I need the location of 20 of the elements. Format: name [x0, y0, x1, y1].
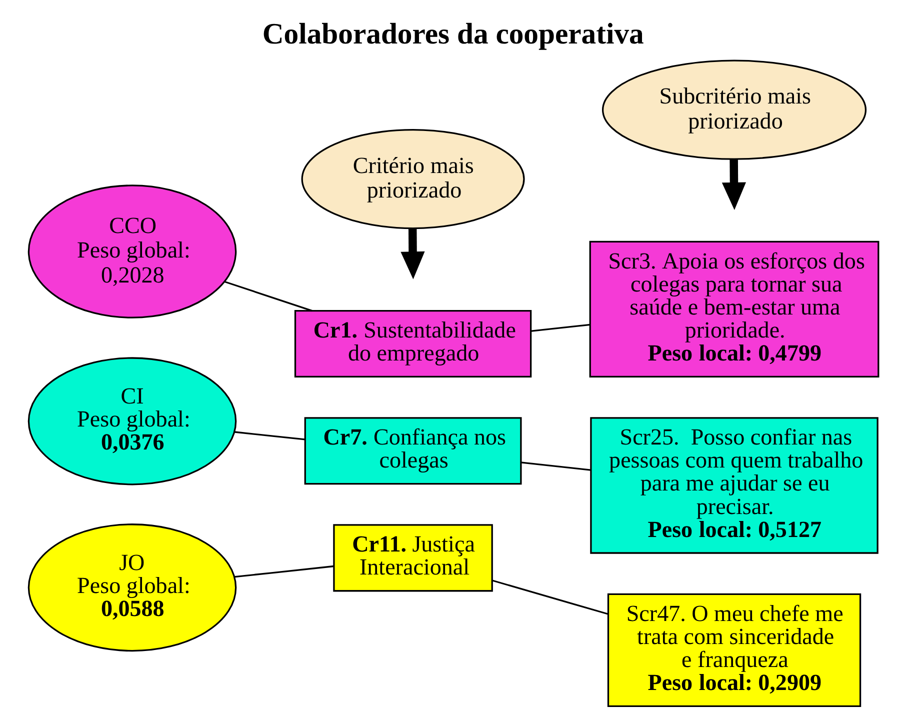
node-ellipse: CCO Peso global: 0,2028 [27, 184, 236, 318]
arrow [721, 159, 746, 210]
connector [492, 580, 608, 615]
node-box: Scr25. Posso confiar nas pessoas com quem trabalho para me ajudar se eu precisar. Peso local: 0,5127 [590, 417, 878, 554]
diagram-title: Colaboradores da cooperativa [262, 18, 644, 50]
connector [520, 462, 590, 471]
node-ellipse: JO Peso global: 0,0588 [27, 524, 236, 652]
node-box: Scr3. Apoia os esforços dos colegas para tornar sua saúde e bem-estar uma prioridade. Peso local: 0,4799 [588, 240, 879, 378]
connector [234, 565, 334, 578]
connector [234, 431, 304, 440]
node-box: Cr1. Sustentabilidade do empregado [294, 310, 532, 378]
node-ellipse: CI Peso global: 0,0376 [27, 357, 236, 486]
connector [530, 324, 590, 332]
node-ellipse: Critério mais priorizado [300, 128, 524, 230]
node-box: Scr47. O meu chefe me trata com sinceridade e franqueza Peso local: 0,2909 [606, 593, 861, 708]
node-ellipse: Subcritério mais priorizado [601, 60, 866, 160]
node-box: Cr11. Justiça Interacional [332, 524, 492, 592]
arrow [400, 228, 424, 280]
node-box: Cr7. Confiança nos colegas [304, 417, 522, 485]
connector [224, 280, 312, 312]
